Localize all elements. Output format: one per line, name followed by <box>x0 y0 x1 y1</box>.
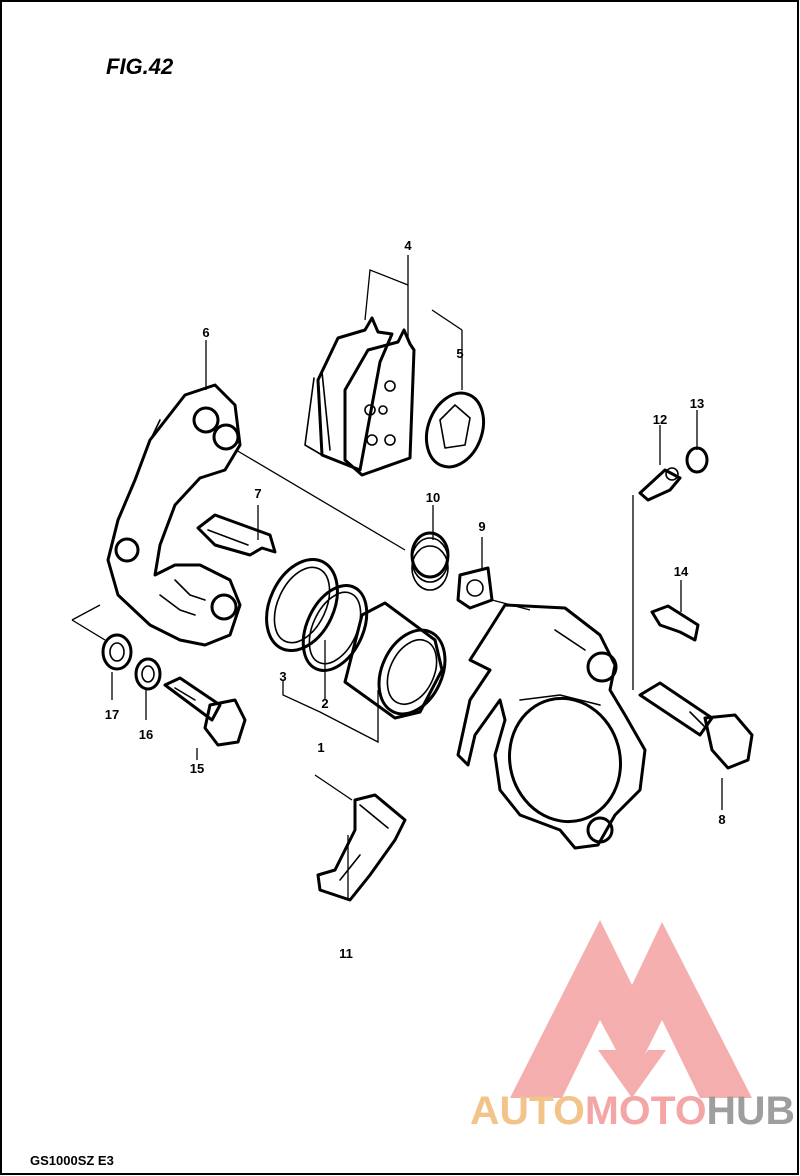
label-part-8: 8 <box>718 812 725 827</box>
part-14-clip <box>650 604 700 642</box>
part-1-piston <box>343 601 447 720</box>
watermark-part-auto: AUTO <box>470 1089 585 1133</box>
leader-lines <box>71 255 723 900</box>
label-part-11: 11 <box>339 946 353 961</box>
label-part-7: 7 <box>254 486 261 501</box>
label-part-5: 5 <box>456 346 463 361</box>
part-13-cap <box>685 446 709 474</box>
label-part-1: 1 <box>317 740 324 755</box>
label-part-13: 13 <box>690 396 704 411</box>
label-part-14: 14 <box>674 564 689 579</box>
part-12-bleeder-valve <box>638 467 682 502</box>
label-part-2: 2 <box>321 696 328 711</box>
caliper-body <box>456 603 647 850</box>
label-part-4: 4 <box>404 238 412 253</box>
part-11-retainer <box>316 793 407 902</box>
part-3-dust-seal <box>265 557 339 653</box>
watermark-part-moto: MOTO <box>585 1089 707 1133</box>
part-5-shim <box>424 391 486 469</box>
label-part-15: 15 <box>190 761 204 776</box>
part-16-lock-washer <box>134 657 162 691</box>
part-15-bolt <box>163 676 247 747</box>
part-7-spring-clip <box>196 513 277 557</box>
watermark-part-hub: HUB <box>707 1089 795 1133</box>
part-17-washer <box>101 633 133 671</box>
model-code: GS1000SZ E3 <box>30 1153 114 1168</box>
watermark-text: AUTOMOTOHUB <box>470 1089 795 1133</box>
part-8-pin-bolt <box>638 681 754 770</box>
part-6-caliper-bracket <box>106 383 242 647</box>
label-part-16: 16 <box>139 727 153 742</box>
label-part-10: 10 <box>426 490 440 505</box>
watermark-triangle-icon <box>510 920 752 1098</box>
label-part-6: 6 <box>202 325 209 340</box>
part-labels: 1 2 3 4 5 6 7 8 9 10 11 12 13 14 15 16 1… <box>105 238 726 961</box>
label-part-17: 17 <box>105 707 119 722</box>
watermark-logo <box>510 920 752 1098</box>
part-2-piston-seal <box>301 584 369 672</box>
part-10-spring <box>410 531 450 591</box>
label-part-3: 3 <box>279 669 286 684</box>
figure-title: FIG.42 <box>106 54 174 79</box>
part-9-boot <box>456 566 494 610</box>
part-4-brake-pads <box>304 316 416 477</box>
label-part-12: 12 <box>653 412 667 427</box>
label-part-9: 9 <box>478 519 485 534</box>
